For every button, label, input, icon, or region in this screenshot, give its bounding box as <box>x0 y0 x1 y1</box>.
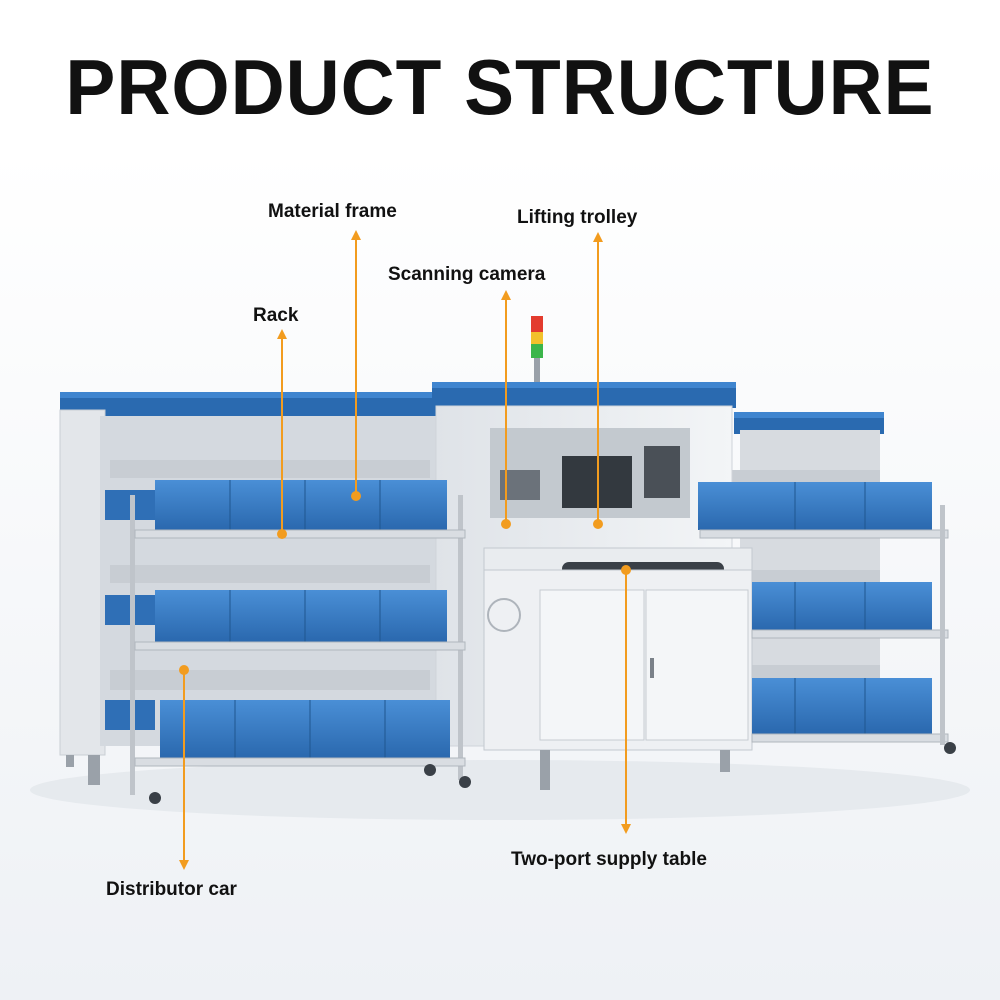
distributor-car-dot <box>179 665 189 675</box>
supply-table-dot <box>621 565 631 575</box>
distributor-car-right <box>698 482 956 754</box>
scanning-camera-dot <box>501 519 511 529</box>
label-rack: Rack <box>253 305 299 326</box>
callout-pointers <box>179 230 631 870</box>
scanning-camera-arrowhead <box>501 290 511 300</box>
rack-arrowhead <box>277 329 287 339</box>
rack-dot <box>277 529 287 539</box>
label-lifting-trolley: Lifting trolley <box>517 207 638 228</box>
central-machine <box>432 316 753 790</box>
lifting-trolley-dot <box>593 519 603 529</box>
page-title: PRODUCT STRUCTURE <box>65 43 935 131</box>
lifting-trolley-arrowhead <box>593 232 603 242</box>
distributor-car-left <box>130 480 471 804</box>
label-two-port-supply-table: Two-port supply table <box>511 849 707 870</box>
label-material-frame: Material frame <box>268 201 397 222</box>
distributor-car-arrowhead <box>179 860 189 870</box>
floor-shadow <box>30 760 970 820</box>
label-scanning-camera: Scanning camera <box>388 264 546 285</box>
supply-table-arrowhead <box>621 824 631 834</box>
material-frame-dot <box>351 491 361 501</box>
label-distributor-car: Distributor car <box>106 879 237 900</box>
material-frame-arrowhead <box>351 230 361 240</box>
